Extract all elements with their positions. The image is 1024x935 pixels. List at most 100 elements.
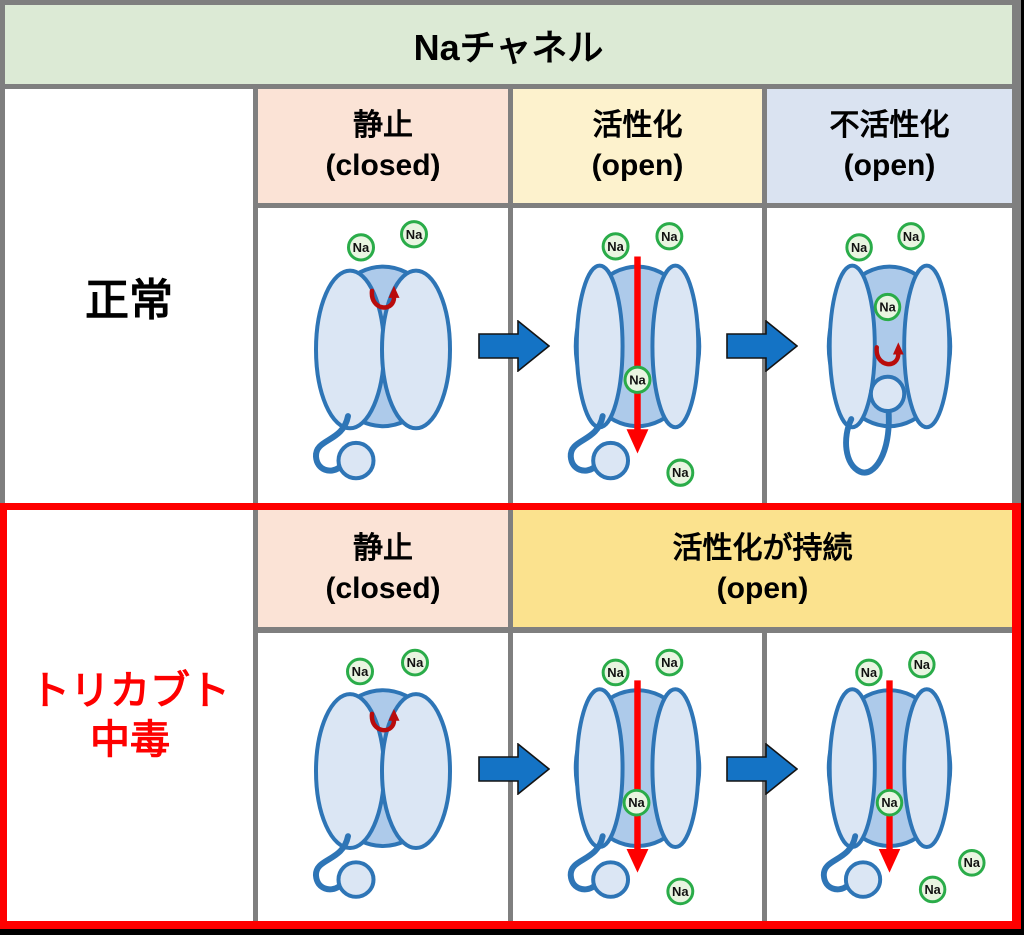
header-jp: 静止 [353,109,413,143]
header-jp: 活性化 [592,109,683,143]
svg-text:Na: Na [407,655,424,670]
svg-text:Na: Na [861,665,878,680]
na-ion-icon: Na [908,650,936,679]
na-ion-icon: Na [655,648,684,677]
channel-subunit-left [574,263,625,430]
gate-flip-arrowhead [388,708,400,721]
channel-subunit-right [380,268,452,431]
inactivation-tether [820,833,859,893]
svg-text:Na: Na [914,657,931,672]
na-ion-icon: Na [875,788,904,817]
header-jp: 活性化が持続 [672,531,853,565]
image-edge-right [1021,0,1024,935]
na-ion-icon: Na [897,222,925,251]
divider-col-1 [253,84,258,921]
ion-flux-arrowhead [626,429,649,454]
header-jp: 静止 [353,531,413,565]
channel-subunit-right [650,263,701,430]
channel-subunit-right [902,263,952,430]
svg-text:Na: Na [903,229,920,244]
header-en: (closed) [325,149,441,182]
inactivation-ball [336,440,376,481]
outer-border-top [0,0,1024,5]
inactivation-ball [591,440,631,481]
svg-text:Na: Na [629,372,646,387]
divider-col-2 [508,84,513,921]
gate-flip-arrowhead [388,285,400,298]
header-en: (closed) [325,571,441,605]
row-label-text: トリカブト [30,668,230,713]
ion-flux-arrowhead [626,849,649,873]
outer-border-right [1012,0,1021,505]
svg-text:Na: Na [672,465,689,480]
header-en: (open) [843,149,936,182]
row-label-text: 正常 [85,276,173,325]
na-ion-icon: Na [601,658,630,687]
divider-under-headers-bottom [253,627,1012,633]
na-ion-icon: Na [666,458,695,487]
inactivation-tether [567,413,606,474]
inactivation-tether [313,413,351,474]
channel-subunit-left [574,687,625,849]
transition-arrow-icon [726,743,798,795]
transition-arrow-icon [478,320,550,372]
na-ion-icon: Na [958,849,986,877]
channel-subunit-right [380,692,452,850]
na-ion-icon: Na [622,788,651,817]
gate-flip-arrow-icon [369,288,397,310]
svg-text:Na: Na [352,664,369,679]
na-ion-icon: Na [918,875,947,904]
gate-flip-arrow-icon [874,345,901,367]
divider-col-3-top [762,84,767,503]
header-poison-resting: 静止 (closed) [258,510,508,627]
header-en: (open) [716,571,809,605]
header-normal-inactivated: 不活性化 (open) [767,89,1012,203]
inactivation-ball [868,374,907,414]
inactivation-ball [591,860,631,899]
na-ion-icon: Na [666,877,695,906]
svg-text:Na: Na [661,655,678,670]
header-en: (open) [591,149,684,182]
inactivation-tether [567,833,606,893]
channel-subunit-left [827,263,877,430]
svg-text:Na: Na [628,795,645,810]
header-normal-resting: 静止 (closed) [258,89,508,203]
row-label-text: 中毒 [90,717,170,762]
channel-subunit-left [827,687,877,849]
svg-text:Na: Na [879,299,896,314]
na-ion-icon: Na [873,292,902,322]
svg-text:Na: Na [851,240,868,255]
na-ion-icon: Na [855,658,883,687]
na-ion-icon: Na [845,233,873,262]
header-poison-activated-sustained: 活性化が持続 (open) [513,510,1012,627]
header-normal-activated: 活性化 (open) [513,89,762,203]
gate-flip-arrowhead [892,342,904,355]
svg-text:Na: Na [607,239,624,254]
channel-subunit-right [902,687,952,849]
na-ion-icon: Na [401,648,429,677]
inactivation-tether [313,833,351,893]
svg-text:Na: Na [607,665,624,680]
inactivation-ball [843,860,883,899]
inactivation-ball [336,860,376,899]
na-ion-icon: Na [601,232,630,261]
na-ion-icon: Na [623,365,652,394]
inactivation-tether [843,407,892,476]
svg-text:Na: Na [964,855,981,870]
transition-arrow-icon [726,320,798,372]
image-edge-bottom [0,929,1024,935]
na-ion-icon: Na [400,220,428,249]
row-label-normal: 正常 [5,89,253,503]
na-ion-icon: Na [346,657,374,686]
svg-text:Na: Na [881,795,898,810]
gate-flip-arrow-icon [369,711,397,733]
svg-text:Na: Na [661,229,678,244]
svg-text:Na: Na [406,227,423,242]
svg-text:Na: Na [924,882,941,897]
figure-title: Naチャネル [413,26,604,68]
na-ion-icon: Na [655,222,684,251]
